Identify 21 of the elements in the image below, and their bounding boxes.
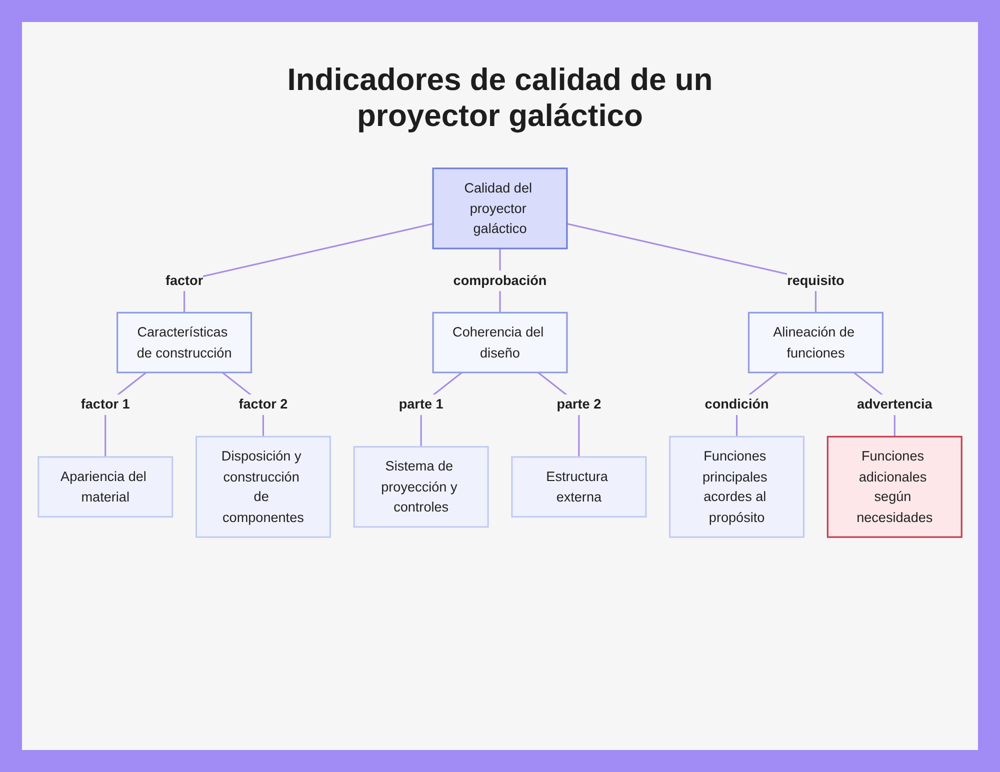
node-box: Características de construcción	[116, 312, 252, 374]
connector	[184, 222, 434, 313]
title: Indicadores de calidad de un proyector galáctico	[286, 62, 714, 134]
edge-label: condición	[704, 396, 769, 412]
node-box: Alineación de funciones	[748, 312, 884, 374]
edge-label: requisito	[787, 272, 844, 288]
edge-label: parte 2	[556, 396, 602, 412]
node-box: Disposición y construcción de componentes	[195, 436, 331, 538]
edge-label: parte 1	[398, 396, 444, 412]
edge-label: advertencia	[856, 396, 932, 412]
node-box: Calidad del proyector galáctico	[432, 168, 568, 250]
node-box: Funciones principales acordes al propósito	[669, 436, 805, 538]
edge-label: factor 1	[80, 396, 130, 412]
node-box: Apariencia del material	[38, 456, 174, 518]
edge-label: factor	[165, 272, 204, 288]
node-box: Coherencia del diseño	[432, 312, 568, 374]
node-box: Estructura externa	[511, 456, 647, 518]
edge-label: comprobación	[453, 272, 547, 288]
node-box: Funciones adicionales según necesidades	[826, 436, 962, 538]
node-box: Sistema de proyección y controles	[353, 446, 489, 528]
edge-label: factor 2	[238, 396, 288, 412]
